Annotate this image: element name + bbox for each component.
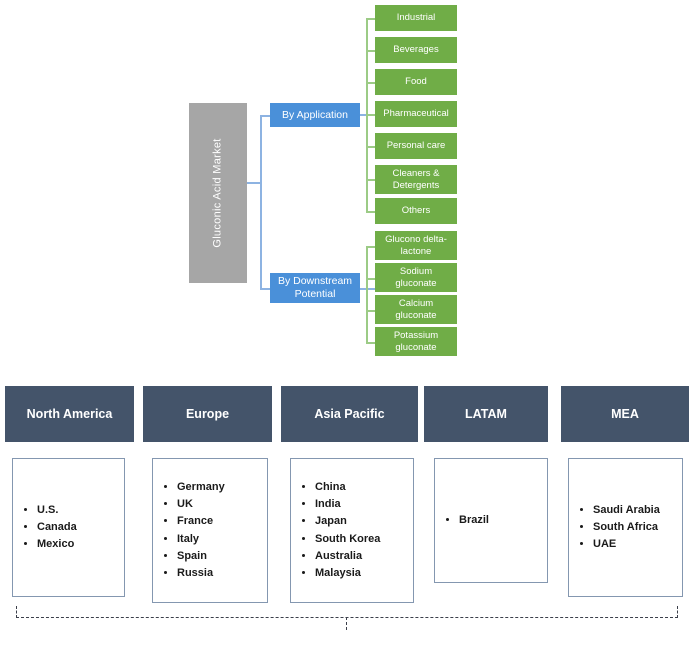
region-header-latam-label: LATAM (465, 407, 507, 421)
list-item: UAE (593, 536, 660, 553)
region-header-north-america[interactable]: North America (5, 386, 134, 442)
branch-node-by-downstream-potential[interactable]: By Downstream Potential (270, 273, 360, 303)
leaf-node-beverages[interactable]: Beverages (375, 37, 457, 63)
bottom-brace-cap-left (16, 606, 17, 618)
list-item: France (177, 513, 225, 530)
list-item: Spain (177, 548, 225, 565)
region-box-europe[interactable]: Germany UK France Italy Spain Russia (152, 458, 268, 603)
leaf-node-beverages-label: Beverages (393, 44, 439, 56)
leaf-node-calcium-gluconate-label: Calcium gluconate (395, 298, 437, 321)
region-header-europe[interactable]: Europe (143, 386, 272, 442)
connector-branch-application (260, 115, 271, 117)
list-item: Russia (177, 565, 225, 582)
leaf-node-potassium-gluconate[interactable]: Potassium gluconate (375, 327, 457, 356)
leaf-node-sodium-gluconate-label: Sodium gluconate (395, 266, 437, 289)
region-box-latam[interactable]: Brazil (434, 458, 548, 583)
leaf-node-glucono-delta-lactone[interactable]: Glucono delta-lactone (375, 231, 457, 260)
leaf-node-pharmaceutical[interactable]: Pharmaceutical (375, 101, 457, 127)
leaf-node-industrial-label: Industrial (396, 12, 436, 24)
connector-application-stub-1 (366, 18, 375, 20)
connector-downstream-spine (366, 246, 368, 342)
connector-application-stub-4 (366, 114, 375, 116)
connector-root-vertical (260, 115, 262, 289)
connector-root-stem (247, 182, 261, 184)
leaf-node-food[interactable]: Food (375, 69, 457, 95)
root-node-label: Gluconic Acid Market (212, 138, 225, 248)
connector-downstream-stub-1 (366, 246, 375, 248)
region-header-europe-label: Europe (185, 407, 230, 421)
leaf-node-cleaners-detergents-label: Cleaners & Detergents (392, 168, 440, 191)
region-header-mea-label: MEA (611, 407, 639, 421)
country-list-europe: Germany UK France Italy Spain Russia (153, 479, 225, 581)
leaf-node-industrial[interactable]: Industrial (375, 5, 457, 31)
list-item: South Africa (593, 519, 660, 536)
leaf-node-personal-care-label: Personal care (386, 140, 446, 152)
leaf-node-food-label: Food (405, 76, 427, 88)
leaf-node-personal-care[interactable]: Personal care (375, 133, 457, 159)
leaf-node-sodium-gluconate[interactable]: Sodium gluconate (375, 263, 457, 292)
country-list-mea: Saudi Arabia South Africa UAE (569, 502, 660, 553)
region-box-mea[interactable]: Saudi Arabia South Africa UAE (568, 458, 683, 597)
list-item: China (315, 479, 380, 496)
bottom-brace-cap-right (677, 606, 678, 618)
region-box-north-america[interactable]: U.S. Canada Mexico (12, 458, 125, 597)
country-list-asia-pacific: China India Japan South Korea Australia … (291, 479, 380, 581)
connector-downstream-stub-2 (366, 278, 375, 280)
bottom-brace-line (16, 617, 678, 618)
bottom-brace-stem (346, 617, 347, 630)
list-item: Japan (315, 513, 380, 530)
root-node-gluconic-acid-market[interactable]: Gluconic Acid Market (189, 103, 247, 283)
branch-node-by-application-label: By Application (282, 108, 348, 121)
leaf-node-potassium-gluconate-label: Potassium gluconate (393, 330, 439, 353)
leaf-node-cleaners-detergents[interactable]: Cleaners & Detergents (375, 165, 457, 194)
leaf-node-calcium-gluconate[interactable]: Calcium gluconate (375, 295, 457, 324)
list-item: Australia (315, 548, 380, 565)
list-item: Saudi Arabia (593, 502, 660, 519)
country-list-latam: Brazil (435, 512, 489, 529)
connector-application-stub-3 (366, 82, 375, 84)
branch-node-by-application[interactable]: By Application (270, 103, 360, 127)
region-header-asia-pacific[interactable]: Asia Pacific (281, 386, 418, 442)
connector-application-stub-5 (366, 146, 375, 148)
list-item: Brazil (459, 512, 489, 529)
connector-application-stub-6 (366, 179, 375, 181)
country-list-north-america: U.S. Canada Mexico (13, 502, 77, 553)
list-item: Canada (37, 519, 77, 536)
region-box-asia-pacific[interactable]: China India Japan South Korea Australia … (290, 458, 414, 603)
connector-downstream-stub-4 (366, 342, 375, 344)
leaf-node-pharmaceutical-label: Pharmaceutical (383, 108, 449, 120)
list-item: South Korea (315, 531, 380, 548)
connector-downstream-stub-3 (366, 310, 375, 312)
connector-application-stub-2 (366, 50, 375, 52)
region-header-asia-pacific-label: Asia Pacific (314, 407, 385, 421)
leaf-node-glucono-delta-lactone-label: Glucono delta-lactone (385, 234, 447, 257)
list-item: Italy (177, 531, 225, 548)
leaf-node-others[interactable]: Others (375, 198, 457, 224)
connector-branch-downstream (260, 288, 271, 290)
branch-node-by-downstream-potential-label: By Downstream Potential (277, 275, 353, 300)
list-item: U.S. (37, 502, 77, 519)
region-header-mea[interactable]: MEA (561, 386, 689, 442)
region-header-north-america-label: North America (26, 407, 113, 421)
list-item: UK (177, 496, 225, 513)
connector-downstream-stem (360, 288, 375, 290)
list-item: Mexico (37, 536, 77, 553)
leaf-node-others-label: Others (401, 205, 431, 217)
list-item: Malaysia (315, 565, 380, 582)
region-header-latam[interactable]: LATAM (424, 386, 548, 442)
list-item: Germany (177, 479, 225, 496)
connector-application-stub-7 (366, 211, 375, 213)
list-item: India (315, 496, 380, 513)
